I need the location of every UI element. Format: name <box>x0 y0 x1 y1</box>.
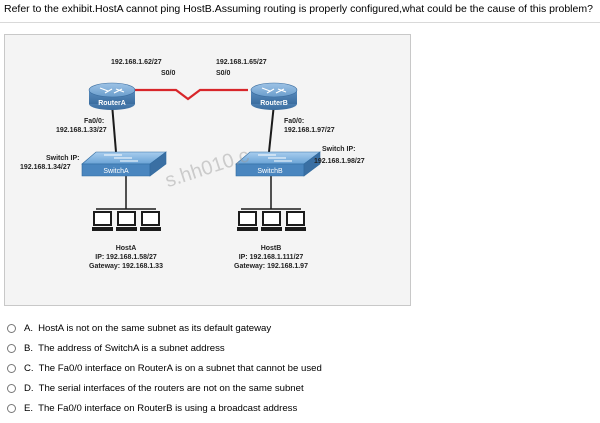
option-e-text: The Fa0/0 interface on RouterB is using … <box>38 402 298 414</box>
switchB-icon <box>235 151 321 177</box>
answer-options: A. HostA is not on the same subnet as it… <box>4 319 594 418</box>
hostB-ip: IP: 192.168.1.111/27 <box>239 254 304 261</box>
hostA-label: HostA <box>116 245 137 252</box>
routerA-fa-ip: 192.168.1.33/27 <box>56 127 107 134</box>
network-exhibit: RouterA RouterB SwitchA SwitchB <box>4 34 411 306</box>
divider <box>0 22 600 23</box>
routerB-s0-ip: 192.168.1.65/27 <box>216 59 267 66</box>
option-c-text: The Fa0/0 interface on RouterA is on a s… <box>38 362 322 374</box>
routerA-label: RouterA <box>98 100 126 107</box>
option-a-letter: A. <box>24 323 34 335</box>
switchA-label: SwitchA <box>103 168 129 175</box>
routerB-s0-if: S0/0 <box>216 70 231 77</box>
hostA-computer-icons <box>92 211 161 231</box>
routerB-switchB-link <box>268 103 275 153</box>
option-d[interactable]: D. The serial interfaces of the routers … <box>4 378 594 398</box>
option-b-letter: B. <box>24 343 34 355</box>
routerB-fa-if: Fa0/0: <box>284 118 304 125</box>
option-d-radio[interactable] <box>7 383 16 393</box>
option-a[interactable]: A. HostA is not on the same subnet as it… <box>4 319 594 339</box>
option-a-text: HostA is not on the same subnet as its d… <box>38 323 272 335</box>
hostB-gateway: Gateway: 192.168.1.97 <box>234 263 308 270</box>
option-c-letter: C. <box>24 362 34 374</box>
option-b-text: The address of SwitchA is a subnet addre… <box>38 343 225 355</box>
switchB-ip: 192.168.1.98/27 <box>314 158 365 165</box>
option-a-radio[interactable] <box>7 324 16 334</box>
option-c-radio[interactable] <box>7 363 16 373</box>
hostB-computer-icons <box>237 211 306 231</box>
routerA-icon <box>88 82 136 110</box>
serial-link <box>125 88 248 101</box>
routerB-label: RouterB <box>260 100 288 107</box>
question-text: Refer to the exhibit.HostA cannot ping H… <box>4 3 593 15</box>
switchA-ip: 192.168.1.34/27 <box>20 164 71 171</box>
switchA-icon <box>81 151 167 177</box>
switchA-ip-label: Switch IP: <box>46 155 79 162</box>
routerA-s0-ip: 192.168.1.62/27 <box>111 59 162 66</box>
option-b-radio[interactable] <box>7 344 16 354</box>
hostA-gateway: Gateway: 192.168.1.33 <box>89 263 163 270</box>
switchB-label: SwitchB <box>257 168 283 175</box>
option-e-radio[interactable] <box>7 403 16 413</box>
option-d-text: The serial interfaces of the routers are… <box>38 382 304 394</box>
hostA-ip: IP: 192.168.1.58/27 <box>95 254 157 261</box>
hostB-label: HostB <box>261 245 282 252</box>
routerA-s0-if: S0/0 <box>161 70 176 77</box>
routerA-fa-if: Fa0/0: <box>84 118 104 125</box>
option-d-letter: D. <box>24 382 34 394</box>
option-c[interactable]: C. The Fa0/0 interface on RouterA is on … <box>4 359 594 379</box>
routerB-icon <box>250 82 298 110</box>
routerA-switchA-link <box>111 103 117 153</box>
exhibit-frame <box>4 34 411 306</box>
option-e-letter: E. <box>24 402 34 414</box>
switchB-ip-label: Switch IP: <box>322 146 355 153</box>
routerB-fa-ip: 192.168.1.97/27 <box>284 127 335 134</box>
option-b[interactable]: B. The address of SwitchA is a subnet ad… <box>4 339 594 359</box>
option-e[interactable]: E. The Fa0/0 interface on RouterB is usi… <box>4 398 594 418</box>
